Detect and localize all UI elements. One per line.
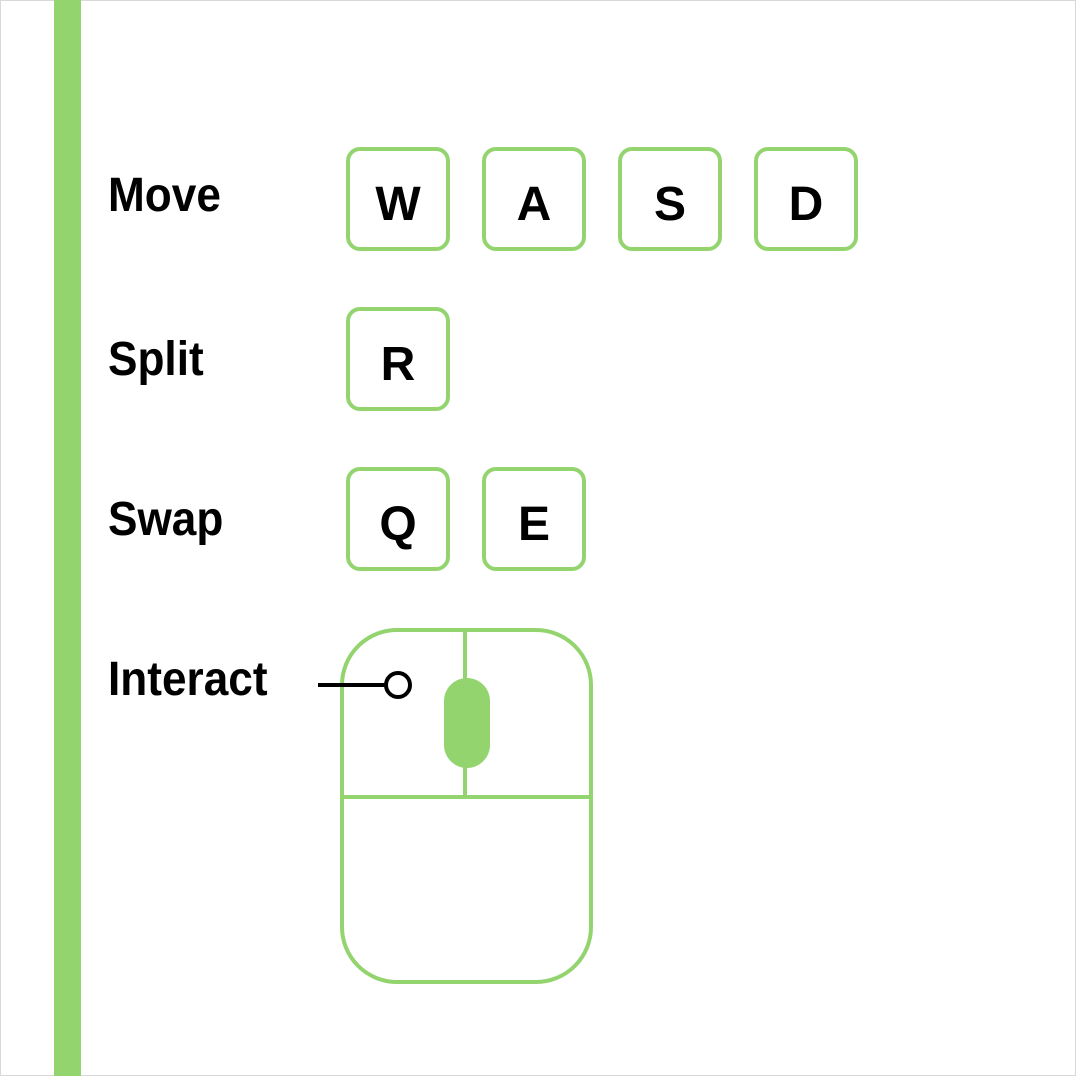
key-e: E — [482, 467, 586, 571]
left-click-indicator — [384, 671, 412, 699]
key-d: D — [754, 147, 858, 251]
interact-label: Interact — [108, 653, 268, 706]
move-label: Move — [108, 169, 221, 222]
key-a: A — [482, 147, 586, 251]
accent-bar — [54, 0, 81, 1076]
key-s: S — [618, 147, 722, 251]
key-w: W — [346, 147, 450, 251]
key-r: R — [346, 307, 450, 411]
split-label: Split — [108, 333, 204, 386]
mouse-body — [340, 628, 593, 984]
mouse-icon — [318, 628, 593, 984]
key-q: Q — [346, 467, 450, 571]
scroll-wheel — [444, 678, 490, 768]
swap-label: Swap — [108, 493, 224, 546]
